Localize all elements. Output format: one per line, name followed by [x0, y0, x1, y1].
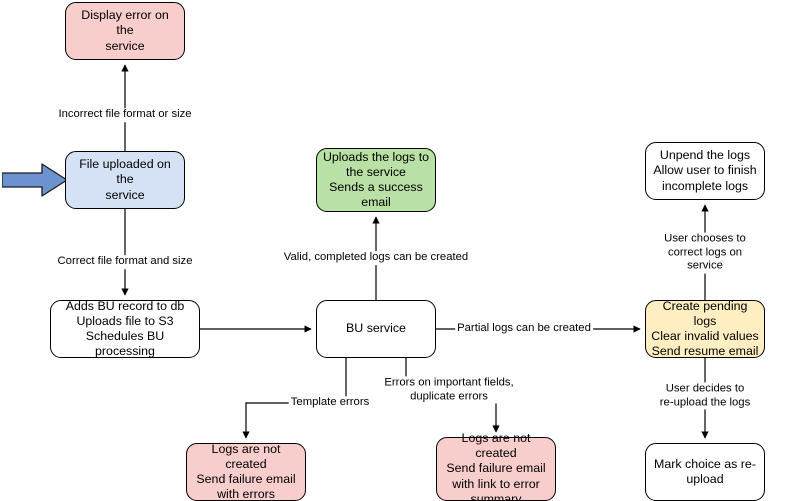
edge-label-errors-important-fields: Errors on important fields, duplicate er… — [382, 376, 516, 404]
edge-label-template-errors: Template errors — [288, 396, 372, 410]
node-uploads-the-logs[interactable]: Uploads the logs to the service Sends a … — [316, 148, 436, 212]
edge-label-user-decides-reupload: User decides to re-upload the logs — [657, 382, 753, 410]
node-logs-not-created-template-errors[interactable]: Logs are not created Send failure email … — [186, 442, 306, 501]
node-bu-service[interactable]: BU service — [316, 300, 436, 358]
node-create-pending-logs[interactable]: Create pending logs Clear invalid values… — [645, 299, 765, 358]
node-logs-not-created-field-errors[interactable]: Logs are not created Send failure email … — [436, 431, 556, 501]
node-adds-bu-record[interactable]: Adds BU record to db Uploads file to S3 … — [50, 299, 200, 358]
node-unpend-the-logs[interactable]: Unpend the logs Allow user to finish inc… — [645, 142, 765, 200]
external-input-arrow — [1, 163, 68, 197]
node-mark-choice-as-re-upload[interactable]: Mark choice as re- upload — [645, 443, 765, 501]
node-display-error[interactable]: Display error on the service — [65, 2, 185, 60]
edge-label-user-chooses-correct-logs: User chooses to correct logs on service — [657, 232, 753, 274]
node-file-uploaded-on-the-service[interactable]: File uploaded on the service — [65, 151, 185, 209]
edge-label-correct-file-format: Correct file format and size — [55, 255, 195, 269]
edge-label-partial-logs: Partial logs can be created — [455, 322, 593, 336]
edge-label-valid-completed-logs: Valid, completed logs can be created — [281, 251, 471, 265]
edge-label-incorrect-file-format: Incorrect file format or size — [56, 108, 194, 122]
